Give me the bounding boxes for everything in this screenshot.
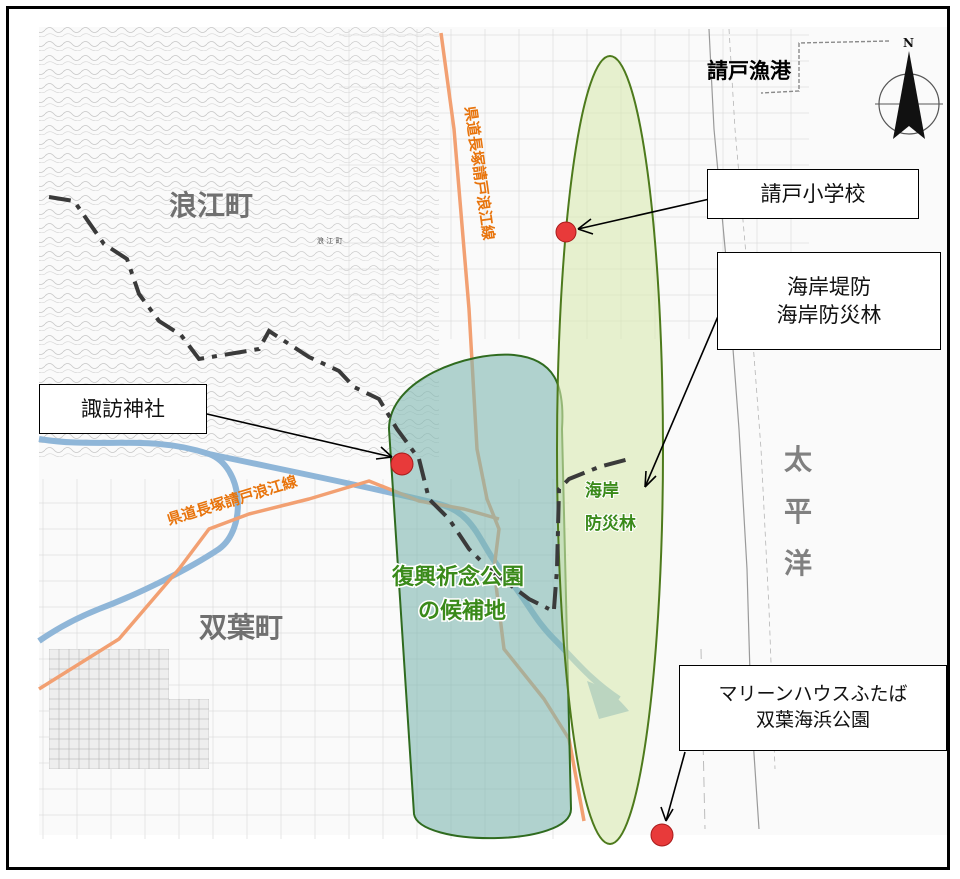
ocean-label-2: 平	[784, 495, 812, 528]
park-label-line1: 復興祈念公園	[391, 564, 524, 590]
callout-levee-line2: 海岸防災林	[776, 303, 882, 327]
callout-school: 請戸小学校	[707, 169, 919, 219]
town-boundary	[48, 195, 630, 611]
callout-marine: マリーンハウスふたば 双葉海浜公園	[679, 665, 947, 751]
map-canvas: 県道長塚請戸浪江線 県道長塚請戸浪江線 浪 江 町 浪江町 双葉町 請戸漁港 太…	[37, 27, 947, 847]
base-map	[39, 27, 947, 839]
town-blocks	[149, 699, 209, 769]
callout-levee: 海岸堤防 海岸防災林	[717, 252, 941, 350]
ocean-label-1: 太	[784, 443, 813, 476]
callout-shrine: 諏訪神社	[39, 384, 207, 434]
park-label-line2: の候補地	[418, 598, 506, 624]
marker-dot-icon[interactable]	[650, 823, 674, 847]
park-candidate-area	[387, 353, 573, 840]
svg-text:N: N	[903, 36, 914, 50]
town-label-namie: 浪江町	[169, 189, 253, 222]
marker-dot-icon[interactable]	[390, 452, 414, 476]
harbor-label: 請戸漁港	[707, 59, 792, 83]
map-small-label: 浪 江 町	[317, 236, 342, 245]
town-label-futaba: 双葉町	[199, 611, 283, 644]
callout-shrine-text: 諏訪神社	[81, 396, 165, 421]
marker-dot-icon[interactable]	[555, 221, 577, 243]
callout-marine-line1: マリーンハウスふたば	[718, 683, 908, 706]
map-frame: 県道長塚請戸浪江線 県道長塚請戸浪江線 浪 江 町 浪江町 双葉町 請戸漁港 太…	[6, 6, 950, 870]
callout-school-text: 請戸小学校	[760, 181, 866, 206]
ocean-label-3: 洋	[784, 547, 812, 580]
callout-arrows	[206, 197, 723, 822]
callout-marine-line2: 双葉海浜公園	[755, 709, 870, 731]
callout-levee-line1: 海岸堤防	[787, 274, 871, 299]
forest-label-line2: 防災林	[585, 513, 636, 534]
forest-label-line1: 海岸	[585, 480, 619, 501]
coastal-forest-area	[556, 55, 664, 845]
north-arrow-icon: N	[875, 36, 943, 139]
